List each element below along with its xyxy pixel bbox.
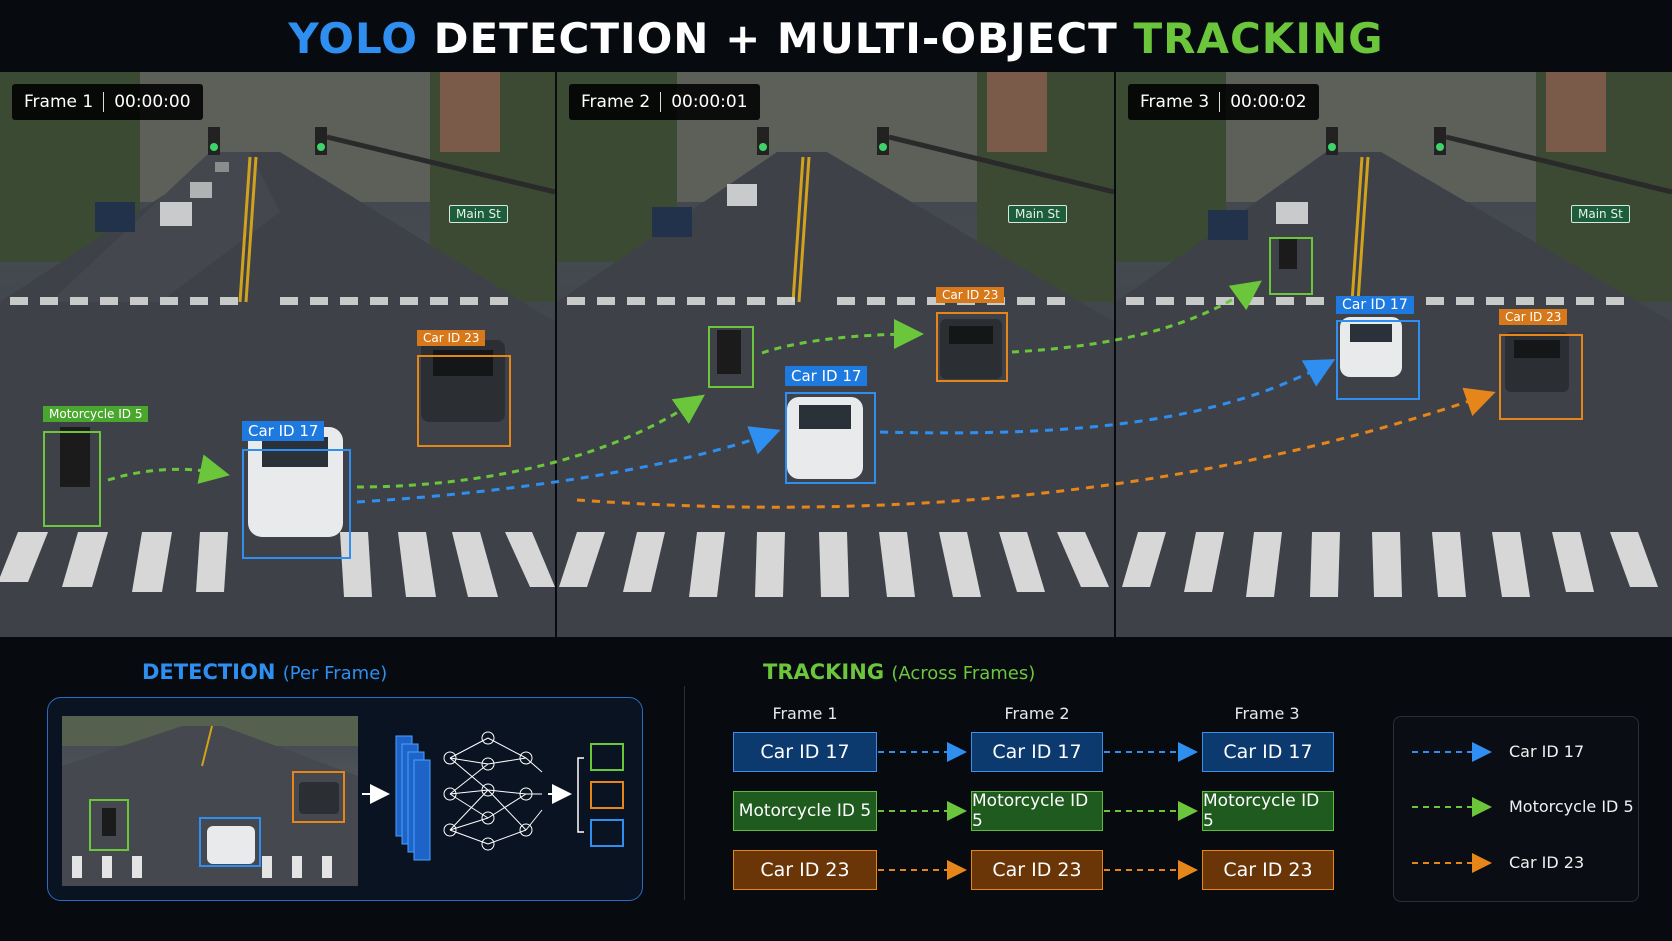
frame-1-badge: Frame 1 00:00:00 xyxy=(12,84,203,120)
tracking-col-frame-1: Frame 1 xyxy=(772,704,838,723)
legend-car-23-label: Car ID 23 xyxy=(1509,853,1585,872)
track-motorcycle-5-frame-2: Motorcycle ID 5 xyxy=(971,791,1103,831)
tracking-col-frame-2: Frame 2 xyxy=(1004,704,1070,723)
frame-2-time: 00:00:01 xyxy=(671,92,748,112)
frame-1-car-23-box xyxy=(417,355,511,447)
thumbnail-motorcycle-box xyxy=(89,799,129,851)
detection-title: DETECTION xyxy=(142,660,276,684)
frame-2-street-sign: Main St xyxy=(1008,205,1067,223)
frame-3-motorcycle-box xyxy=(1269,237,1313,295)
frame-1-motorcycle-label: Motorcycle ID 5 xyxy=(43,406,149,422)
track-car-23-frame-3: Car ID 23 xyxy=(1202,850,1334,890)
frame-3-car-17-label: Car ID 17 xyxy=(1336,296,1414,314)
detection-subtitle: (Per Frame) xyxy=(282,663,388,684)
output-green-box xyxy=(590,743,624,771)
track-car-17-frame-2: Car ID 17 xyxy=(971,732,1103,772)
output-blue-box xyxy=(590,819,624,847)
detection-heading: DETECTION (Per Frame) xyxy=(142,660,387,684)
frame-3-car-23-box xyxy=(1499,334,1583,420)
title-yolo: YOLO xyxy=(288,14,418,63)
neural-network-icon xyxy=(443,731,543,851)
legend-panel: Car ID 17 Motorcycle ID 5 Car ID 23 xyxy=(1393,716,1639,902)
legend-motorcycle-5-label: Motorcycle ID 5 xyxy=(1509,797,1634,816)
section-divider xyxy=(684,686,685,900)
frame-1-label: Frame 1 xyxy=(24,92,94,112)
detection-thumbnail xyxy=(62,716,358,886)
frame-3-street-sign: Main St xyxy=(1571,205,1630,223)
frame-3-panel: Frame 3 00:00:02 Main St Car ID 17 Car I… xyxy=(1116,72,1672,637)
legend-lines xyxy=(1412,742,1492,873)
frame-2-car-23-label: Car ID 23 xyxy=(936,287,1005,303)
frame-1-car-17-box xyxy=(242,449,351,559)
frame-3-label: Frame 3 xyxy=(1140,92,1210,112)
main-title: YOLO DETECTION + MULTI-OBJECT TRACKING xyxy=(0,14,1672,63)
frame-2-panel: Frame 2 00:00:01 Main St Car ID 23 Car I… xyxy=(557,72,1114,637)
output-orange-box xyxy=(590,781,624,809)
frame-3-separator xyxy=(1219,92,1221,112)
tracking-heading: TRACKING (Across Frames) xyxy=(763,660,1035,684)
frame-2-car-17-label: Car ID 17 xyxy=(785,366,868,386)
track-car-17-frame-1: Car ID 17 xyxy=(733,732,877,772)
frame-2-motorcycle-box xyxy=(708,326,754,388)
frame-1-separator xyxy=(103,92,105,112)
title-tracking: TRACKING xyxy=(1133,14,1384,63)
track-motorcycle-5-frame-3: Motorcycle ID 5 xyxy=(1202,791,1334,831)
frame-1-car-23-label: Car ID 23 xyxy=(417,330,486,346)
frame-3-scene xyxy=(1116,72,1672,637)
frame-3-time: 00:00:02 xyxy=(1230,92,1307,112)
cnn-layers-icon xyxy=(395,735,431,861)
track-car-23-frame-1: Car ID 23 xyxy=(733,850,877,890)
tracking-col-frame-3: Frame 3 xyxy=(1234,704,1300,723)
legend-car-17-label: Car ID 17 xyxy=(1509,742,1585,761)
title-multi-object: MULTI-OBJECT xyxy=(776,14,1118,63)
frame-2-separator xyxy=(660,92,662,112)
frame-2-car-23-box xyxy=(936,312,1008,382)
output-bracket xyxy=(577,757,584,833)
network-diagram xyxy=(362,731,624,861)
title-detection: DETECTION + xyxy=(433,14,762,63)
frame-3-badge: Frame 3 00:00:02 xyxy=(1128,84,1319,120)
track-car-23-frame-2: Car ID 23 xyxy=(971,850,1103,890)
frame-2-badge: Frame 2 00:00:01 xyxy=(569,84,760,120)
thumbnail-car-23-box xyxy=(292,771,345,823)
tracking-title: TRACKING xyxy=(763,660,885,684)
track-car-17-frame-3: Car ID 17 xyxy=(1202,732,1334,772)
frame-strip: Frame 1 00:00:00 Main St Motorcycle ID 5… xyxy=(0,72,1672,637)
frame-1-time: 00:00:00 xyxy=(114,92,191,112)
thumbnail-scene xyxy=(62,716,358,886)
frame-3-car-23-label: Car ID 23 xyxy=(1499,309,1568,325)
frame-3-car-17-box xyxy=(1336,320,1420,400)
track-motorcycle-5-frame-1: Motorcycle ID 5 xyxy=(733,791,877,831)
frame-1-street-sign: Main St xyxy=(449,205,508,223)
thumbnail-car-17-box xyxy=(199,817,261,867)
frame-2-label: Frame 2 xyxy=(581,92,651,112)
tracking-subtitle: (Across Frames) xyxy=(891,663,1036,684)
frame-1-car-17-label: Car ID 17 xyxy=(242,421,325,441)
frame-2-car-17-box xyxy=(785,392,876,484)
frame-2-scene xyxy=(557,72,1114,637)
frame-1-panel: Frame 1 00:00:00 Main St Motorcycle ID 5… xyxy=(0,72,555,637)
frame-1-motorcycle-box xyxy=(43,431,101,527)
